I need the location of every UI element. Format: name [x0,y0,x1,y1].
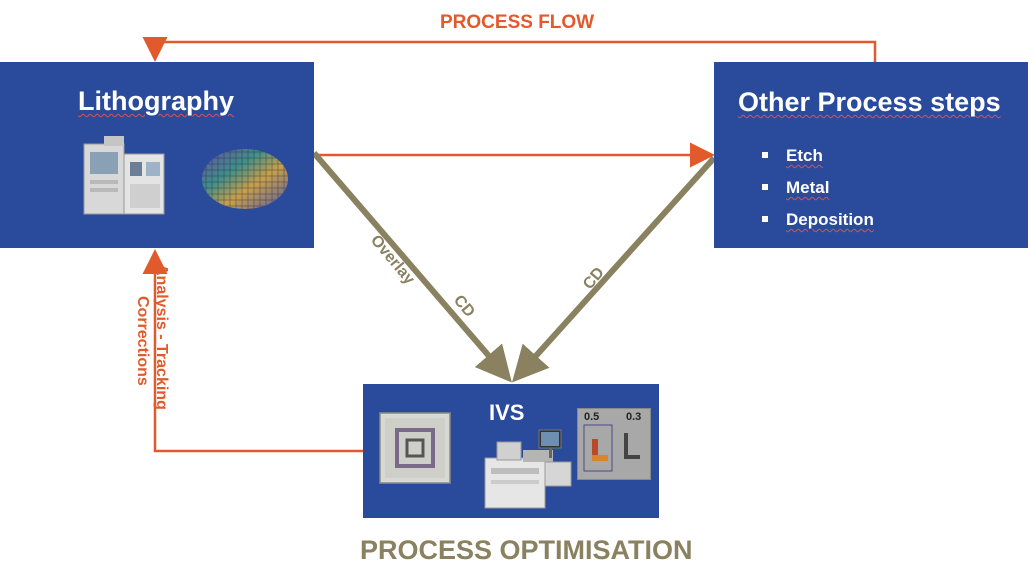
bullet-icon [762,151,768,158]
corrections-arrow [142,249,363,453]
list-item: Metal [762,172,874,204]
other-process-title: Other Process steps [738,87,1001,117]
bullet-icon [762,215,768,222]
cd-value-left: 0.5 [584,411,600,423]
overlay-cd-arrow [311,151,512,383]
cd-value-right: 0.3 [626,411,642,423]
ivs-box: IVS 0.5 0.3 [363,384,659,518]
cd-arrow [511,155,717,383]
process-flow-arrow [142,37,877,62]
lithography-machine-icon [83,136,165,215]
process-steps-list: Etch Metal Deposition [762,140,874,236]
cd-measurement-icon: 0.5 0.3 [577,408,651,480]
corrections-label: Corrections [134,296,151,386]
bullet-icon [762,183,768,190]
ivs-title: IVS [489,400,525,425]
process-flow-label: PROCESS FLOW [440,12,595,33]
lithography-box: Lithography [0,62,314,248]
metrology-machine-icon [484,429,572,509]
list-item: Etch [762,140,874,172]
other-process-box: Other Process steps Etch Metal Depositio… [714,62,1028,248]
overlay-target-icon [379,412,451,484]
lithography-title: Lithography [78,86,234,116]
process-optimisation-label: PROCESS OPTIMISATION [360,535,693,565]
wafer-icon [202,149,288,209]
list-item: Deposition [762,204,874,236]
analysis-tracking-label: Analysis - Tracking [153,264,170,410]
